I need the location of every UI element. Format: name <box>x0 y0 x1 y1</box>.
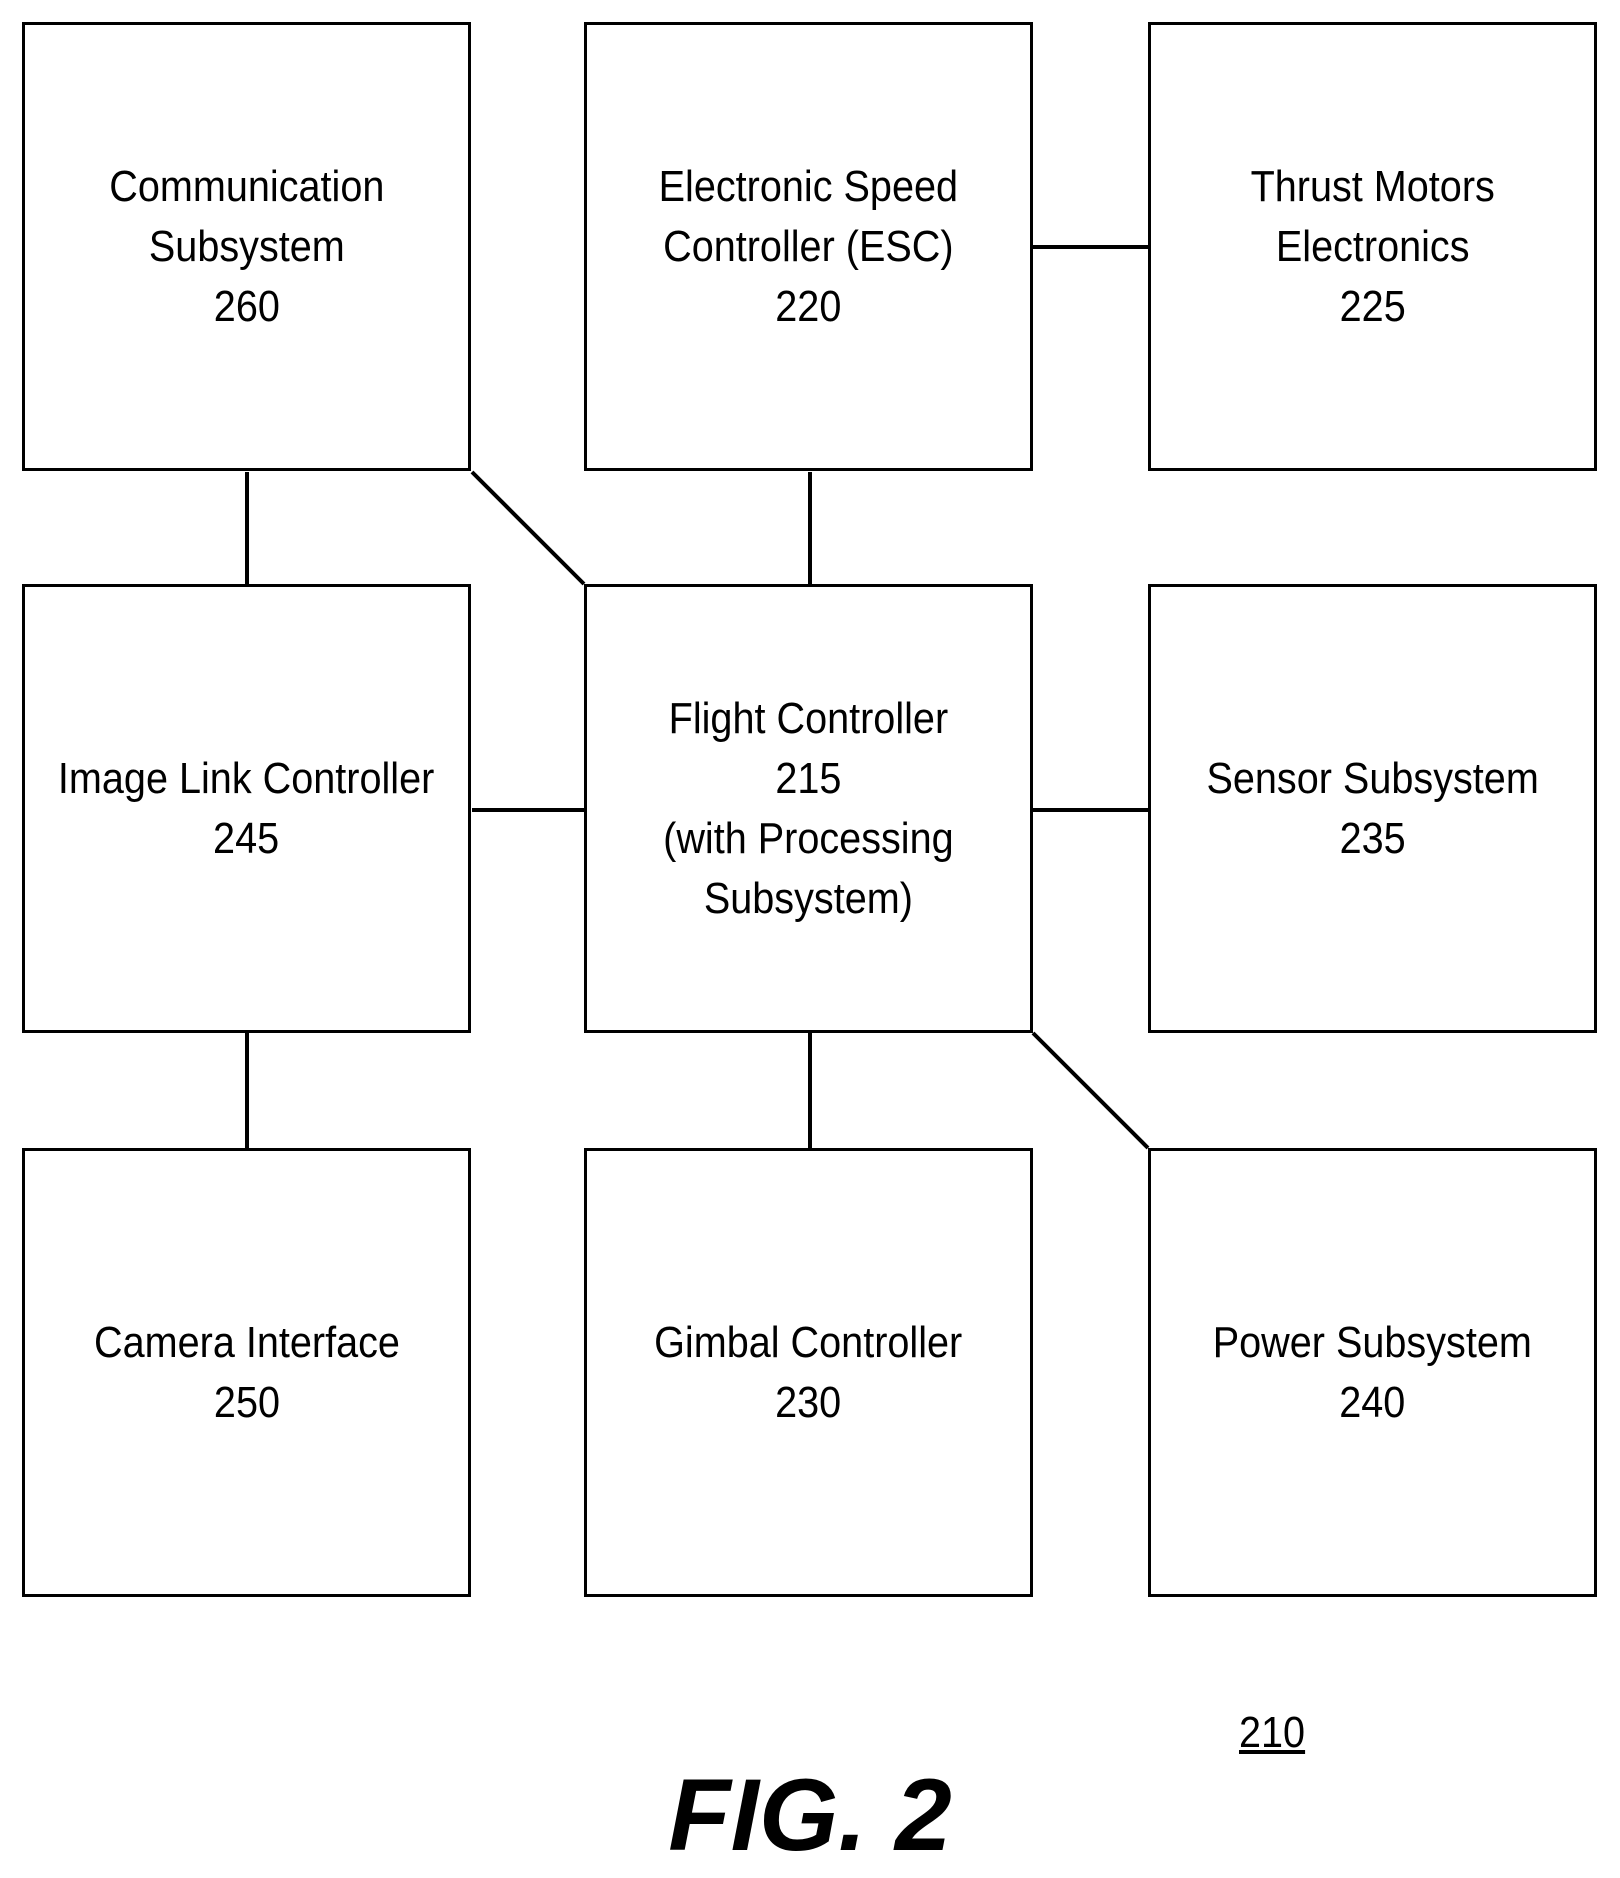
block-reference-number: 220 <box>775 281 842 331</box>
block-title-line: Power Subsystem <box>1212 1317 1533 1367</box>
block-title-line: Electronics <box>1275 221 1470 271</box>
block-title-line: Gimbal Controller <box>654 1317 963 1367</box>
block-title-line: Electronic Speed <box>658 161 959 211</box>
power-subsystem-block: Power Subsystem 240 <box>1148 1148 1597 1597</box>
block-title-line: (with Processing <box>663 813 954 863</box>
thrust-motors-electronics-block: Thrust Motors Electronics 225 <box>1148 22 1597 471</box>
link-communication-flight <box>470 470 586 586</box>
block-title-line: Subsystem) <box>703 873 914 923</box>
link-flight-power <box>1031 1031 1150 1150</box>
block-title-line: Image Link Controller <box>58 753 435 803</box>
system-reference-label: 210 <box>1239 1708 1306 1757</box>
block-reference-number: 245 <box>213 813 280 863</box>
block-title-line: Controller (ESC) <box>663 221 954 271</box>
gimbal-controller-block: Gimbal Controller 230 <box>584 1148 1033 1597</box>
figure-caption: FIG. 2 <box>668 1758 952 1872</box>
block-reference-number: 260 <box>213 281 280 331</box>
block-reference-number: 250 <box>213 1377 280 1427</box>
block-reference-number: 225 <box>1339 281 1406 331</box>
image-link-controller-block: Image Link Controller 245 <box>22 584 471 1033</box>
sensor-subsystem-block: Sensor Subsystem 235 <box>1148 584 1597 1033</box>
flight-controller-block: Flight Controller 215 (with Processing S… <box>584 584 1033 1033</box>
block-reference-number: 215 <box>775 753 842 803</box>
esc-block: Electronic Speed Controller (ESC) 220 <box>584 22 1033 471</box>
block-title-line: Camera Interface <box>93 1317 400 1367</box>
block-title-line: Flight Controller <box>668 693 949 743</box>
block-title-line: Communication <box>108 161 385 211</box>
block-title-line: Subsystem <box>148 221 345 271</box>
block-title-line: Thrust Motors <box>1250 161 1495 211</box>
camera-interface-block: Camera Interface 250 <box>22 1148 471 1597</box>
block-title-line: Sensor Subsystem <box>1206 753 1539 803</box>
block-reference-number: 240 <box>1339 1377 1406 1427</box>
communication-subsystem-block: Communication Subsystem 260 <box>22 22 471 471</box>
block-reference-number: 230 <box>775 1377 842 1427</box>
block-reference-number: 235 <box>1339 813 1406 863</box>
